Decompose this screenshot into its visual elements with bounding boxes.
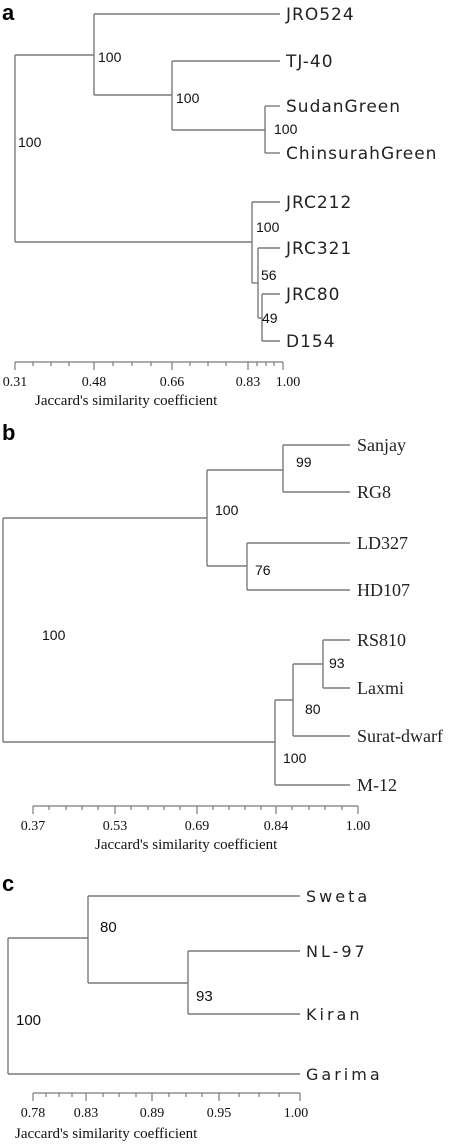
panel-c-branches (7, 895, 300, 1075)
axis-title: Jaccard's similarity coefficient (95, 837, 278, 853)
bootstrap-value: 100 (215, 502, 239, 518)
panel-c-letter: c (2, 871, 14, 896)
tick-label: 0.53 (103, 819, 128, 834)
bootstrap-value: 49 (262, 310, 278, 326)
panel-a-support-values: 100 100 100 100 100 56 49 (18, 49, 298, 326)
leaf-label: M-12 (357, 775, 397, 795)
axis-title: Jaccard's similarity coefficient (15, 1126, 198, 1142)
tick-label: 0.83 (236, 375, 261, 390)
panel-c-support-values: 93 80 100 (16, 919, 213, 1029)
panel-a: a JRO524 TJ- (2, 0, 437, 409)
tick-label: 1.00 (346, 819, 371, 834)
leaf-label: TJ-40 (285, 52, 334, 72)
bootstrap-value: 100 (176, 90, 200, 106)
leaf-label: ChinsurahGreen (286, 144, 437, 164)
bootstrap-value: 100 (98, 49, 122, 65)
leaf-label: JRC80 (285, 285, 340, 305)
tick-label: 1.00 (276, 375, 301, 390)
panel-b-letter: b (2, 420, 15, 445)
axis-title: Jaccard's similarity coefficient (35, 393, 218, 409)
leaf-label: Garima (306, 1065, 383, 1084)
tick-label: 0.84 (264, 819, 289, 834)
panel-b: b Sanjay RG8 LD327 (2, 420, 443, 853)
leaf-label: RS810 (357, 630, 406, 650)
bootstrap-value: 80 (100, 919, 117, 936)
bootstrap-value: 100 (283, 750, 307, 766)
leaf-label: Sanjay (357, 435, 406, 455)
tick-label: 0.95 (207, 1106, 232, 1121)
bootstrap-value: 93 (196, 988, 213, 1005)
tick-label: 0.37 (21, 819, 46, 834)
bootstrap-value: 76 (255, 562, 271, 578)
leaf-label: Surat-dwarf (357, 726, 443, 746)
panel-c: c Sweta NL-97 Kiran Garima 93 80 100 (2, 871, 383, 1142)
bootstrap-value: 100 (274, 121, 298, 137)
leaf-label: D154 (286, 332, 336, 352)
bootstrap-value: 80 (305, 701, 321, 717)
tick-label: 0.69 (185, 819, 210, 834)
bootstrap-value: 99 (296, 454, 312, 470)
leaf-label: SudanGreen (286, 97, 401, 117)
leaf-label: NL-97 (306, 942, 368, 961)
leaf-label: RG8 (357, 482, 391, 502)
bootstrap-value: 100 (42, 627, 66, 643)
panel-b-axis: 0.37 0.53 0.69 0.84 1.00 Jaccard's simil… (21, 805, 371, 853)
leaf-label: Laxmi (357, 678, 404, 698)
leaf-label: JRC321 (285, 239, 352, 259)
bootstrap-value: 100 (16, 1012, 41, 1029)
bootstrap-value: 100 (256, 219, 280, 235)
tick-label: 0.31 (3, 375, 28, 390)
tick-label: 0.48 (82, 375, 107, 390)
bootstrap-value: 100 (18, 134, 42, 150)
tick-label: 0.83 (74, 1106, 99, 1121)
leaf-label: Kiran (306, 1005, 362, 1024)
panel-a-axis: 0.31 0.48 0.66 0.83 1.00 Jaccard's simil… (3, 361, 301, 409)
panel-c-axis: 0.78 0.83 0.89 0.95 1.00 Jaccard's simil… (15, 1092, 309, 1142)
leaf-label: Sweta (306, 887, 370, 906)
panel-b-support-values: 99 76 100 100 93 80 100 (42, 454, 345, 766)
tick-label: 1.00 (284, 1106, 309, 1121)
leaf-label: JRO524 (285, 5, 355, 25)
panel-c-leaf-labels: Sweta NL-97 Kiran Garima (306, 887, 383, 1084)
bootstrap-value: 56 (261, 267, 277, 283)
tick-label: 0.78 (21, 1106, 46, 1121)
leaf-label: JRC212 (285, 193, 352, 213)
panel-b-leaf-labels: Sanjay RG8 LD327 HD107 RS810 Laxmi Surat… (357, 435, 443, 795)
bootstrap-value: 93 (329, 655, 345, 671)
leaf-label: LD327 (357, 533, 408, 553)
tick-label: 0.89 (140, 1106, 165, 1121)
panel-b-branches (2, 444, 350, 786)
tick-label: 0.66 (160, 375, 185, 390)
panel-a-leaf-labels: JRO524 TJ-40 SudanGreen ChinsurahGreen J… (285, 5, 437, 352)
leaf-label: HD107 (357, 580, 410, 600)
panel-a-letter: a (2, 0, 15, 25)
panel-a-branches (14, 13, 280, 342)
